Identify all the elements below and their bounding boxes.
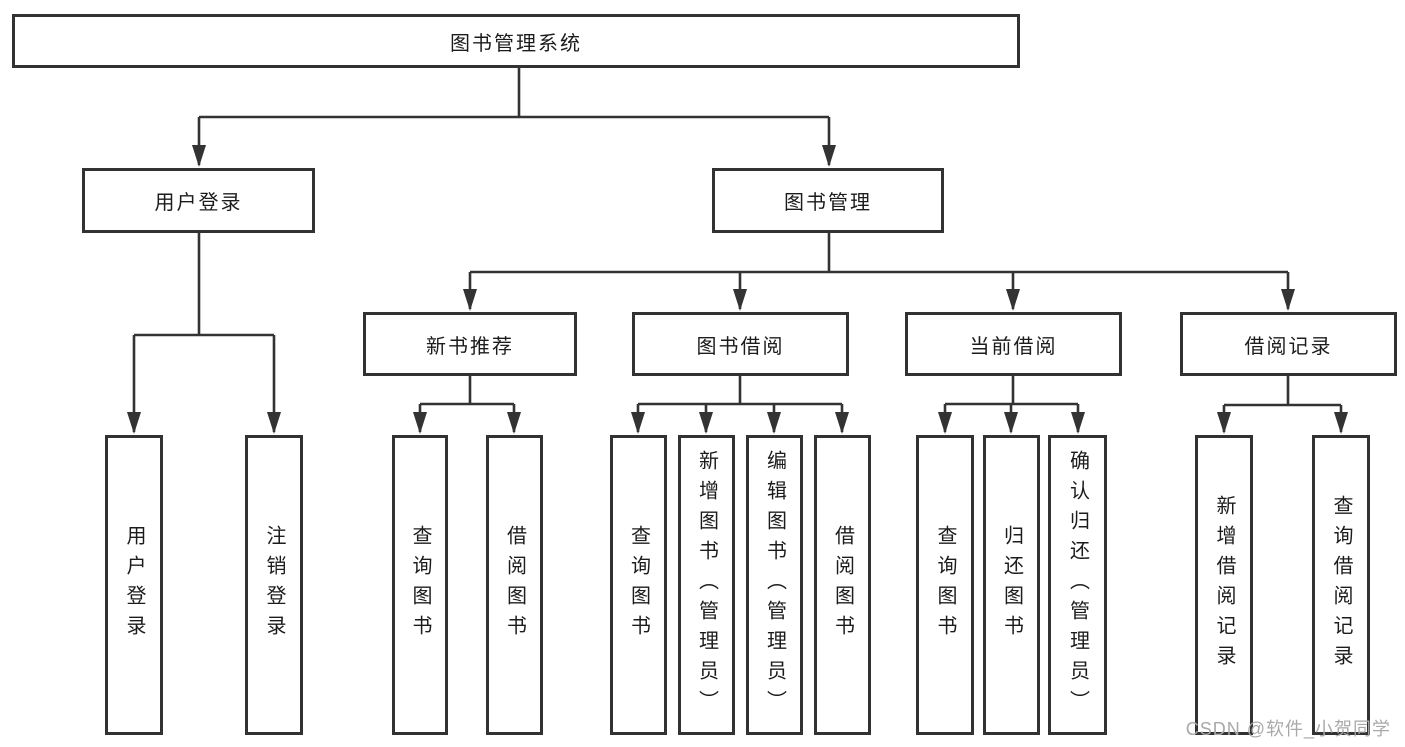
node-label: 新增图书（管理员） bbox=[695, 450, 718, 720]
node-book-management-branch: 图书管理 bbox=[712, 168, 944, 233]
node-label: 借阅记录 bbox=[1244, 335, 1333, 358]
node-label: 查询图书 bbox=[409, 525, 431, 645]
csdn-watermark: CSDN @软件_小贺同学 bbox=[1185, 719, 1391, 739]
node-leaf-add-borrow-record: 新增借阅记录 bbox=[1195, 435, 1253, 735]
node-leaf-confirm-return-admin: 确认归还（管理员） bbox=[1048, 435, 1107, 735]
node-label: 用户登录 bbox=[154, 192, 243, 214]
node-leaf-query-books-3: 查询图书 bbox=[916, 435, 974, 735]
node-leaf-edit-books-admin: 编辑图书（管理员） bbox=[746, 435, 803, 735]
node-library-management-system: 图书管理系统 bbox=[12, 14, 1020, 68]
node-leaf-borrow-books-2: 借阅图书 bbox=[814, 435, 871, 735]
node-label: 新书推荐 bbox=[426, 335, 514, 358]
node-label: 图书管理系统 bbox=[450, 32, 582, 55]
node-label: 查询图书 bbox=[627, 525, 650, 645]
node-new-book-recommend: 新书推荐 bbox=[363, 312, 577, 376]
node-leaf-query-books-1: 查询图书 bbox=[392, 435, 448, 735]
node-label: 确认归还（管理员） bbox=[1066, 450, 1089, 720]
node-label: 当前借阅 bbox=[969, 335, 1058, 358]
node-leaf-return-books: 归还图书 bbox=[983, 435, 1040, 735]
node-leaf-borrow-books-1: 借阅图书 bbox=[486, 435, 543, 735]
node-label: 查询图书 bbox=[934, 525, 956, 645]
node-leaf-logout: 注销登录 bbox=[245, 435, 303, 735]
node-label: 借阅图书 bbox=[503, 525, 526, 645]
arrowheads bbox=[127, 145, 1348, 434]
node-label: 借阅图书 bbox=[831, 525, 854, 645]
node-leaf-add-books-admin: 新增图书（管理员） bbox=[678, 435, 735, 735]
node-leaf-query-borrow-record: 查询借阅记录 bbox=[1312, 435, 1370, 735]
node-label: 归还图书 bbox=[1000, 525, 1023, 645]
node-label: 用户登录 bbox=[123, 525, 145, 645]
node-label: 新增借阅记录 bbox=[1213, 495, 1235, 675]
node-book-borrowing: 图书借阅 bbox=[632, 312, 849, 376]
node-borrowing-records: 借阅记录 bbox=[1180, 312, 1397, 376]
node-label: 图书管理 bbox=[784, 192, 872, 214]
node-label: 查询借阅记录 bbox=[1330, 495, 1352, 675]
node-user-login-branch: 用户登录 bbox=[82, 168, 315, 233]
node-leaf-user-login: 用户登录 bbox=[105, 435, 163, 735]
node-label: 图书借阅 bbox=[696, 335, 785, 358]
node-label: 编辑图书（管理员） bbox=[763, 450, 786, 720]
node-current-borrowing: 当前借阅 bbox=[905, 312, 1122, 376]
node-label: 注销登录 bbox=[263, 525, 285, 645]
node-leaf-query-books-2: 查询图书 bbox=[610, 435, 667, 735]
